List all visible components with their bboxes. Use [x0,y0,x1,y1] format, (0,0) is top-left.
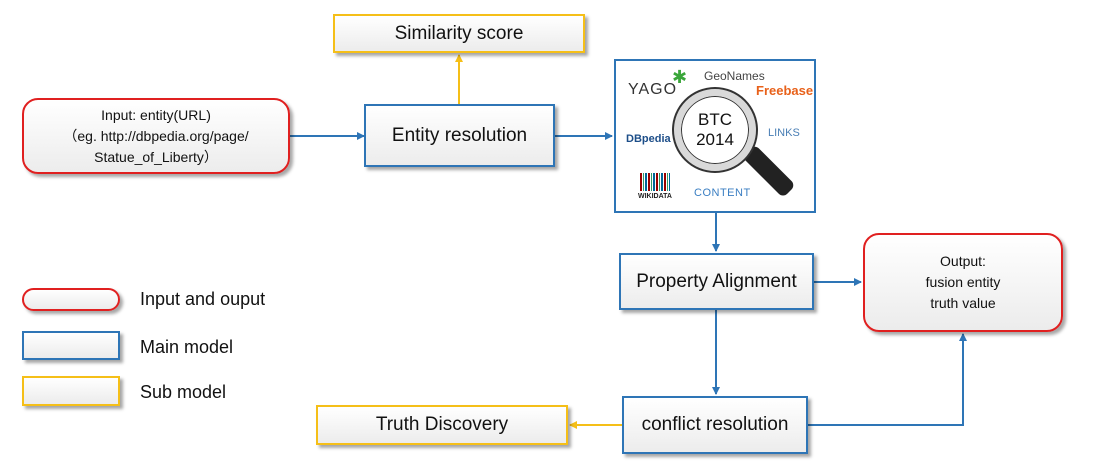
property-alignment-label: Property Alignment [636,270,797,292]
output-line-1: Output: [940,253,986,269]
truth-discovery-label: Truth Discovery [375,414,509,435]
similarity-score-box: Similarity score [333,14,585,53]
legend-main-label: Main model [140,337,234,357]
property-alignment-box: Property Alignment [619,253,814,310]
conflict-resolution-box: conflict resolution [622,396,808,454]
freebase-logo: Freebase [756,83,814,98]
wikidata-barcode-icon [640,173,670,191]
input-line-2: （eg. http://dbpedia.org/page/ [63,127,249,144]
entity-resolution-label: Entity resolution [391,124,528,146]
yago-logo: YAGO [628,81,678,98]
content-logo: CONTENT [694,187,751,199]
truth-discovery-box: Truth Discovery [316,405,568,445]
geonames-logo: GeoNames [704,69,765,83]
legend-main-swatch [22,331,120,360]
input-box: Input: entity(URL) （eg. http://dbpedia.o… [22,98,290,174]
yago-star-icon: ✱ [672,67,688,87]
dbpedia-logo: DBpedia [626,133,671,145]
input-line-3: Statue_of_Liberty） [94,148,218,165]
output-line-3: truth value [930,295,996,311]
links-logo: LINKS [768,127,800,139]
legend-io-label: Input and ouput [140,289,266,309]
legend-sub-label: Sub model [140,382,227,402]
similarity-score-label: Similarity score [394,22,524,44]
legend-io-swatch [22,288,120,311]
output-line-2: fusion entity [925,274,1001,290]
conflict-resolution-label: conflict resolution [641,414,789,435]
btc-label: BTC [698,110,732,129]
output-box: Output: fusion entity truth value [863,233,1063,332]
edge-conflict-to-output [808,333,967,426]
btc-year-label: 2014 [696,130,734,149]
input-line-1: Input: entity(URL) [101,106,211,123]
wikidata-logo: WIKIDATA [638,193,672,200]
btc-knowledge-base-image: YAGO ✱ GeoNames Freebase DBpedia LINKS W… [614,59,816,213]
entity-resolution-box: Entity resolution [364,104,555,167]
legend-sub-swatch [22,376,120,406]
magnifier-icon: BTC 2014 [674,89,756,171]
